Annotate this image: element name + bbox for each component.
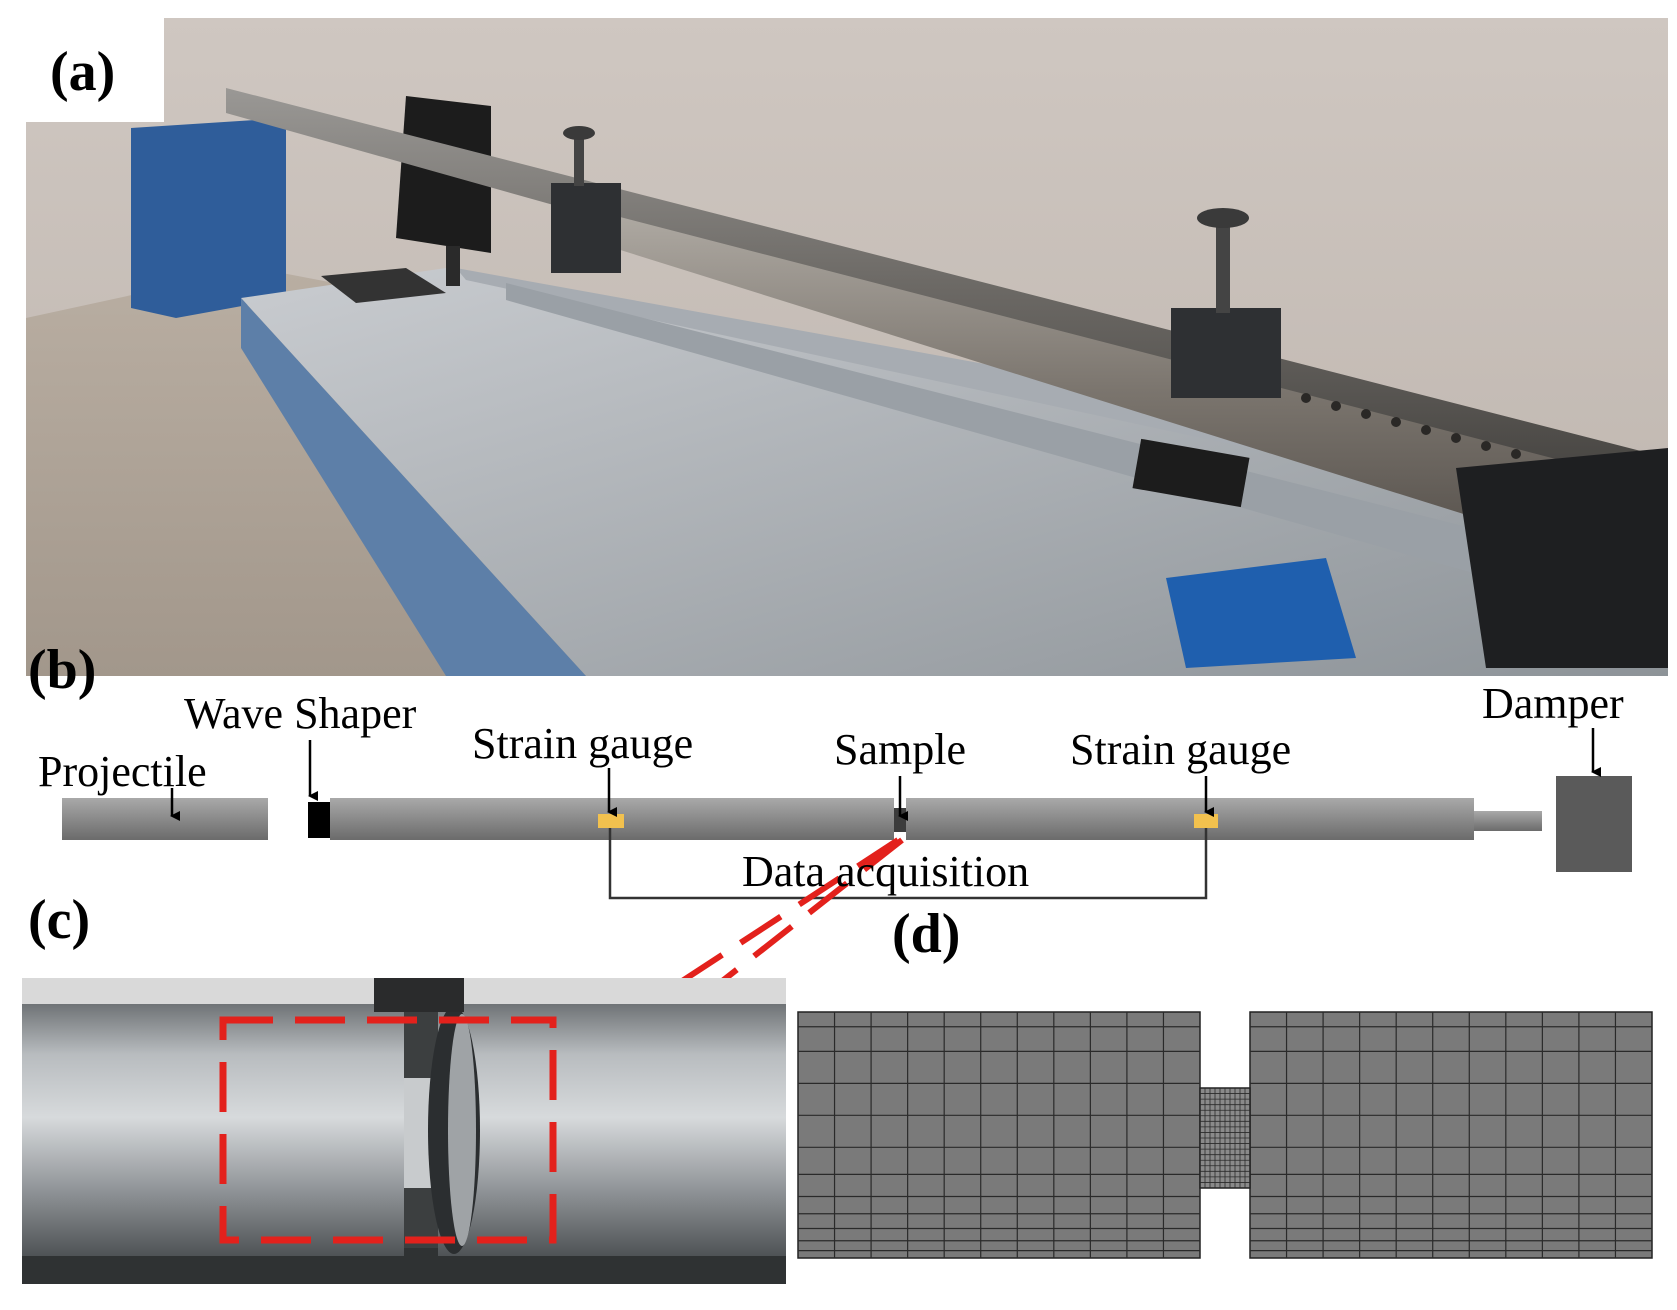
incident-bar-mesh (797, 1011, 1201, 1259)
absorption-rod (1474, 811, 1542, 831)
damper-block (1556, 776, 1632, 872)
strain-gauge-2-marker (1194, 814, 1218, 828)
label-data-acquisition: Data acquisition (742, 847, 1030, 896)
apparatus-photo-illustration (26, 18, 1668, 676)
label-sample: Sample (834, 725, 966, 774)
label-wave-shaper: Wave Shaper (184, 689, 417, 738)
label-projectile: Projectile (38, 747, 207, 796)
sample-highlight-box (219, 1016, 557, 1244)
transmission-bar-mesh (1249, 1011, 1653, 1259)
panel-label-b: (b) (28, 639, 97, 701)
panel-a-label-bg (26, 18, 164, 122)
closeup-photo-illustration (22, 978, 786, 1284)
photo-sample-closeup (22, 978, 786, 1284)
label-strain-gauge-2: Strain gauge (1070, 725, 1292, 774)
panel-label-d: (d) (892, 903, 961, 965)
label-strain-gauge-1: Strain gauge (472, 719, 694, 768)
transmission-bar (906, 798, 1474, 840)
panel-label-a: (a) (50, 41, 116, 103)
strain-gauge-1-marker (598, 814, 624, 828)
data-acquisition-wiring (608, 828, 1208, 900)
panel-label-c: (c) (28, 889, 91, 951)
photo-apparatus (26, 18, 1668, 676)
projectile-bar (62, 798, 268, 840)
wave-shaper-block (308, 802, 330, 838)
label-damper: Damper (1482, 679, 1624, 728)
